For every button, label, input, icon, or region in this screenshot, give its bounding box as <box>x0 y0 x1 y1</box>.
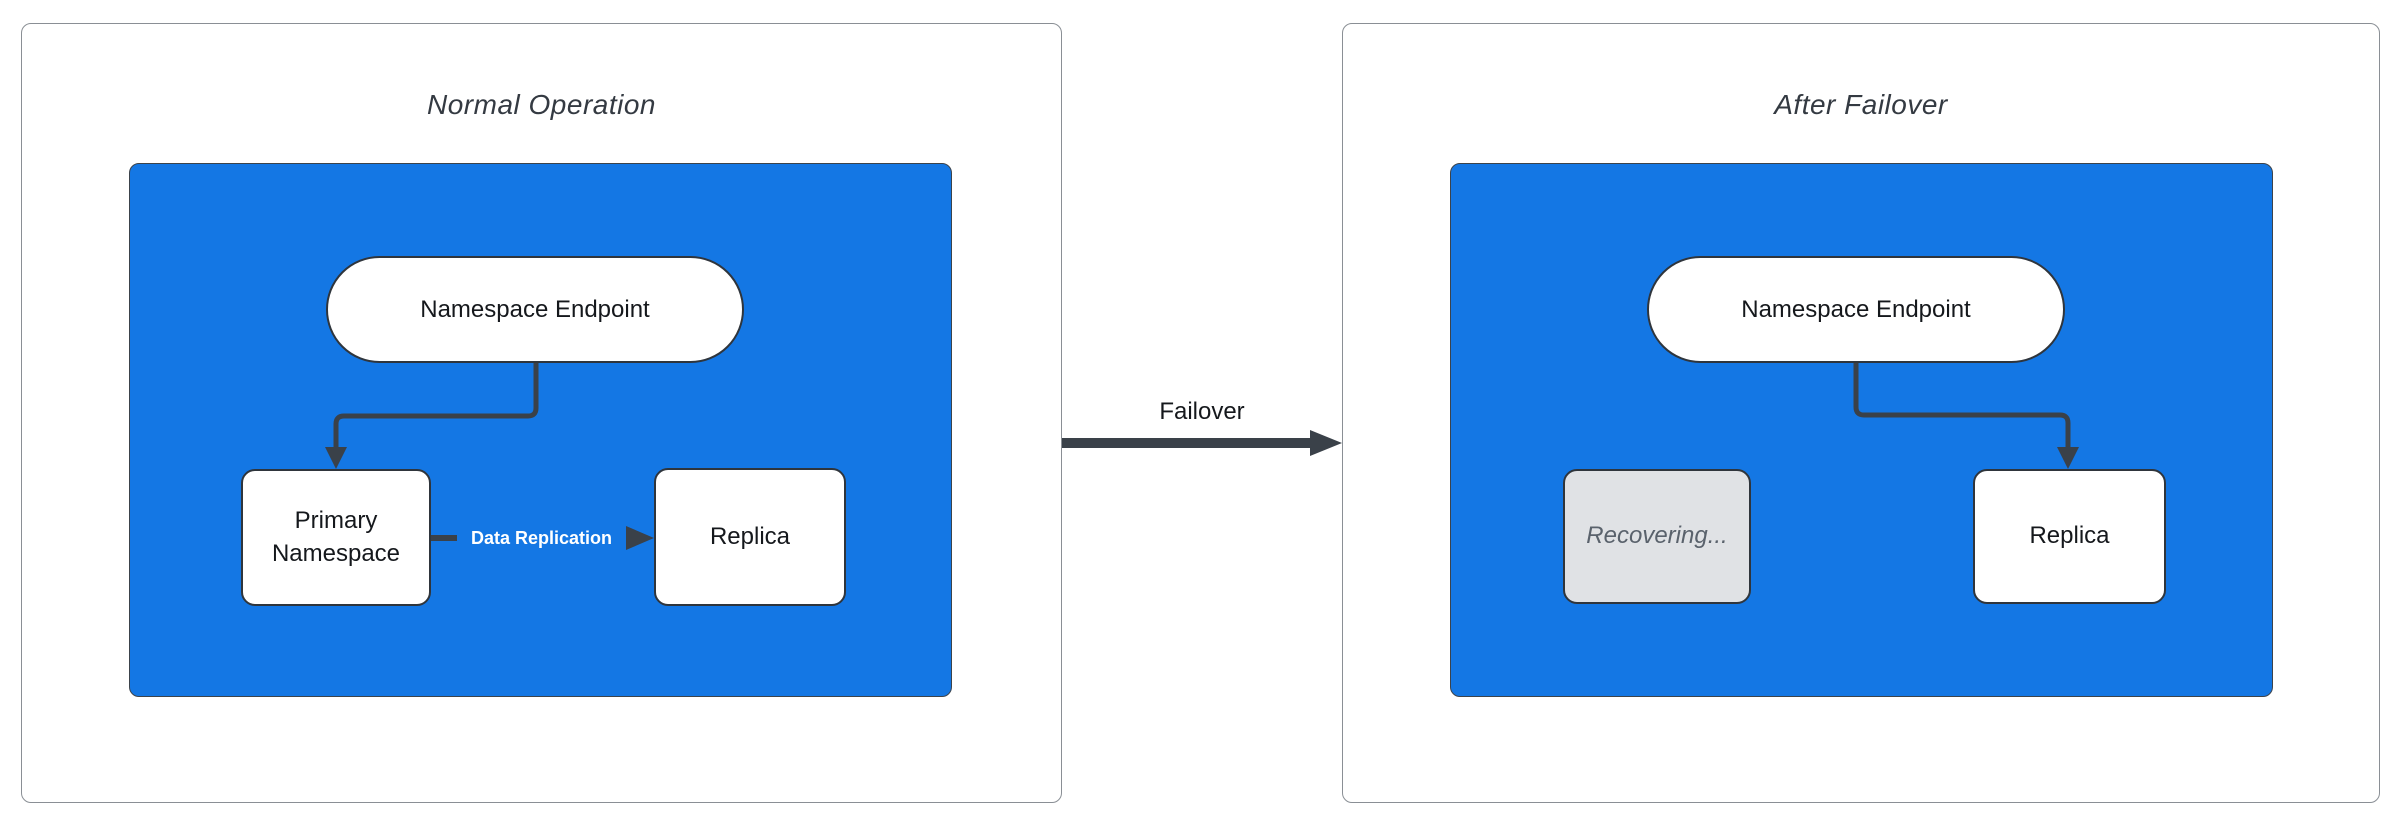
panel-title: After Failover <box>1774 89 1948 120</box>
cluster-container: Namespace Endpoint Primary Namespace Dat… <box>129 163 952 697</box>
panel-after-failover: After Failover Namespace Endpoint Recove… <box>1342 23 2380 803</box>
namespace-endpoint-label: Namespace Endpoint <box>420 295 650 323</box>
arrowhead-down-icon <box>325 447 347 469</box>
replica-node: Replica <box>654 468 846 606</box>
panel-title: Normal Operation <box>427 89 656 120</box>
replication-label: Data Replication <box>470 527 613 548</box>
failover-label: Failover <box>1159 398 1245 425</box>
recovering-label: Recovering... <box>1586 522 1728 550</box>
arrowhead-right-icon <box>1310 430 1342 456</box>
endpoint-to-primary-connector <box>325 363 539 469</box>
replication-arrow-line <box>431 535 457 541</box>
replica-label: Replica <box>709 522 791 550</box>
namespace-endpoint-node: Namespace Endpoint <box>326 256 744 363</box>
replica-label: Replica <box>2029 522 2110 550</box>
namespace-endpoint-node: Namespace Endpoint <box>1647 256 2065 363</box>
primary-namespace-node: Primary Namespace <box>241 469 431 606</box>
arrowhead-down-icon <box>2057 447 2079 469</box>
arrowhead-right-icon <box>626 526 654 550</box>
panel-normal-operation: Normal Operation Namespace Endpoint Prim… <box>21 23 1062 803</box>
replication-arrow: Data Replication <box>431 525 654 551</box>
failover-arrow <box>1062 438 1314 448</box>
cluster-container: Namespace Endpoint Recovering... Replica <box>1450 163 2273 697</box>
primary-namespace-label: Primary Namespace <box>271 507 401 567</box>
namespace-endpoint-label: Namespace Endpoint <box>1741 295 1971 323</box>
recovering-node: Recovering... <box>1563 469 1751 604</box>
replica-node: Replica <box>1973 469 2166 604</box>
endpoint-to-replica-connector <box>1853 363 2079 469</box>
